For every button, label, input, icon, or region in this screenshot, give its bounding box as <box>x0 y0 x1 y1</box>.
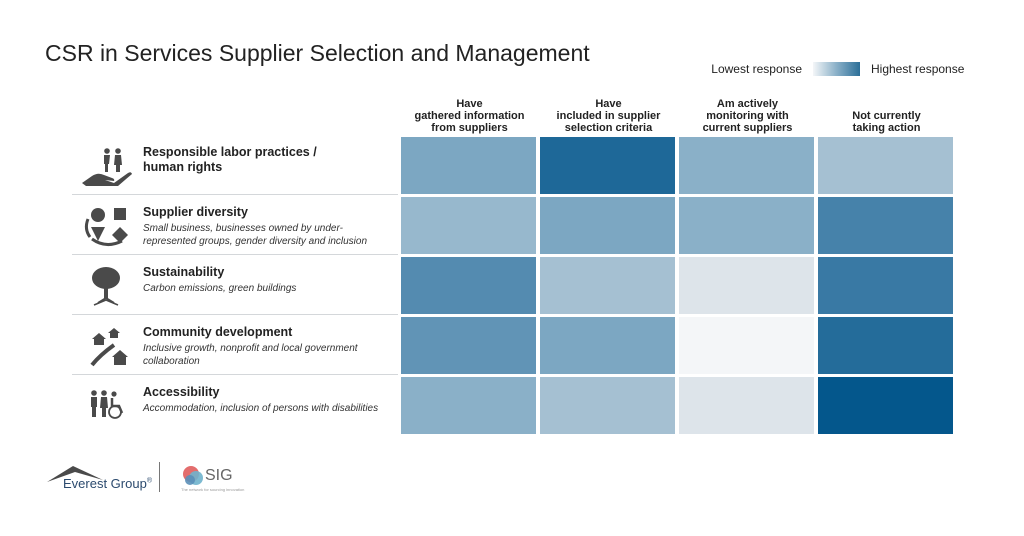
column-header-gathered: Have gathered information from suppliers <box>414 98 525 134</box>
footer-logos: Everest Group® SIG The network for sourc… <box>45 460 245 494</box>
sig-tagline: The network for sourcing innovation <box>181 487 245 492</box>
heatmap-cell <box>679 197 814 254</box>
heatmap-cell <box>401 377 536 434</box>
heatmap-cell <box>401 197 536 254</box>
row-label-labor: Responsible labor practices / human righ… <box>72 137 398 195</box>
everest-group-logo: Everest Group® <box>63 476 152 491</box>
row-title: Sustainability <box>143 265 225 279</box>
heatmap-cell <box>401 137 536 194</box>
row-title: Supplier diversity <box>143 205 248 219</box>
accessibility-people-icon <box>78 385 134 427</box>
legend-high-label: Highest response <box>871 62 965 76</box>
row-label-community: Community development Inclusive growth, … <box>72 317 398 375</box>
diversity-shapes-icon <box>78 205 134 247</box>
sig-logo-icon <box>183 466 203 485</box>
community-houses-icon <box>78 325 134 367</box>
heatmap-cell <box>401 317 536 374</box>
row-title: Community development <box>143 325 293 339</box>
heatmap-cell <box>540 317 675 374</box>
heatmap-cell <box>818 377 953 434</box>
row-subtitle: Carbon emissions, green buildings <box>143 283 297 294</box>
heatmap-cell <box>679 317 814 374</box>
sig-logo: SIG <box>205 467 233 484</box>
legend-gradient-bar <box>813 62 860 76</box>
everest-mountain-icon <box>47 466 103 482</box>
column-header-not-acting: Not currently taking action <box>852 110 921 134</box>
row-subtitle: Small business, businesses owned by unde… <box>143 223 368 247</box>
heatmap-cell <box>818 257 953 314</box>
heatmap-cell <box>818 197 953 254</box>
heatmap-cell <box>818 317 953 374</box>
row-subtitle: Accommodation, inclusion of persons with… <box>143 403 379 414</box>
row-subtitle: Inclusive growth, nonprofit and local go… <box>143 343 358 367</box>
row-label-accessibility: Accessibility Accommodation, inclusion o… <box>72 377 398 434</box>
heatmap-cell <box>540 377 675 434</box>
tree-icon <box>78 265 134 307</box>
heatmap-cell <box>679 137 814 194</box>
heatmap-cell <box>679 257 814 314</box>
column-header-included: Have included in supplier selection crit… <box>556 98 661 134</box>
heatmap-cell <box>540 197 675 254</box>
heatmap-cell <box>401 257 536 314</box>
logo-divider <box>159 462 160 492</box>
column-header-monitoring: Am actively monitoring with current supp… <box>702 98 793 134</box>
page-title: CSR in Services Supplier Selection and M… <box>45 40 590 66</box>
row-label-diversity: Supplier diversity Small business, busin… <box>72 197 398 255</box>
legend-low-label: Lowest response <box>711 62 802 76</box>
row-title: Responsible labor practices / human righ… <box>143 145 317 174</box>
heatmap-cell <box>540 257 675 314</box>
heatmap-cell <box>818 137 953 194</box>
row-label-sustainability: Sustainability Carbon emissions, green b… <box>72 257 398 315</box>
row-title: Accessibility <box>143 385 220 399</box>
heatmap-cell <box>540 137 675 194</box>
hand-holding-people-icon <box>78 145 134 187</box>
heatmap-cell <box>679 377 814 434</box>
